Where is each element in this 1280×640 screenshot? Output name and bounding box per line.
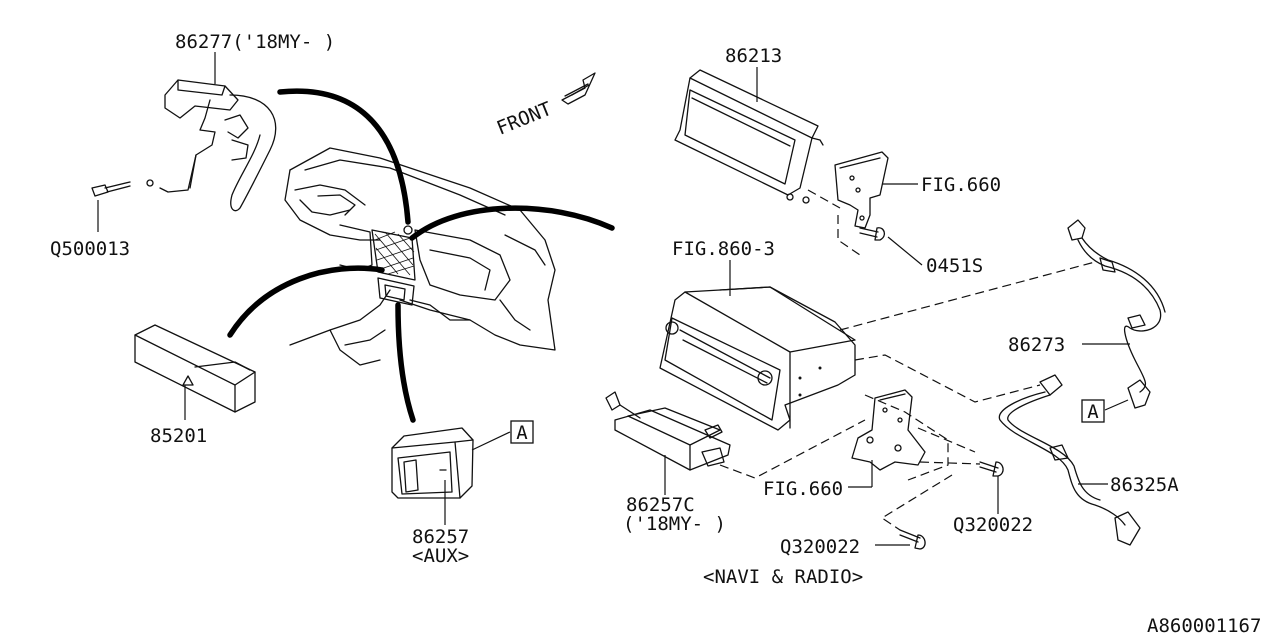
label-86273: 86273 [1008, 334, 1065, 356]
bracket-fig660-bottom [851, 389, 926, 471]
label-86213: 86213 [725, 45, 782, 67]
ref-a-right-label: A [1087, 401, 1099, 423]
label-front: FRONT [494, 98, 555, 140]
label-86277: 86277('18MY- ) [175, 31, 335, 53]
leader-lines [97, 52, 1130, 546]
harness-86325a [998, 374, 1141, 546]
screw-q320022-right [979, 461, 1004, 477]
display-86213 [674, 69, 824, 204]
harness-86273 [1067, 219, 1166, 409]
panel-85201 [134, 324, 256, 413]
ref-box-a-right: A [1081, 399, 1105, 423]
label-86257: 86257 [412, 526, 469, 548]
label-86257c-caption: ('18MY- ) [623, 513, 726, 535]
label-q320022-right: Q320022 [953, 514, 1033, 536]
dashboard-drawing [284, 147, 556, 366]
label-fig860-3: FIG.860-3 [672, 238, 775, 260]
label-86325a: 86325A [1110, 474, 1179, 496]
ref-a-left-label: A [516, 422, 528, 444]
head-unit [659, 286, 856, 431]
bracket-fig660-top [834, 151, 889, 229]
label-fig660-bottom: FIG.660 [763, 478, 843, 500]
bolt-0451s [859, 227, 886, 241]
label-navi-caption: <NAVI & RADIO> [703, 566, 863, 588]
bracket-harness-86277 [146, 79, 277, 212]
ref-box-a-left: A [510, 420, 534, 444]
location-pointer-lines [227, 88, 615, 423]
screw-q320022-bottom [899, 529, 926, 550]
label-q320022-bottom: Q320022 [780, 536, 860, 558]
label-fig660-top: FIG.660 [921, 174, 1001, 196]
dashed-connection-lines [719, 189, 1096, 531]
module-86257c [605, 391, 731, 471]
label-diagram-code: A860001167 [1147, 615, 1261, 637]
label-0451s: 0451S [926, 255, 983, 277]
label-q500013: Q500013 [50, 238, 130, 260]
aux-unit-86257 [391, 427, 474, 499]
label-85201: 85201 [150, 425, 207, 447]
label-86257c: 86257C [626, 494, 695, 516]
front-arrow [561, 72, 596, 105]
label-aux-caption: <AUX> [412, 545, 469, 567]
screw-q500013 [91, 181, 131, 197]
